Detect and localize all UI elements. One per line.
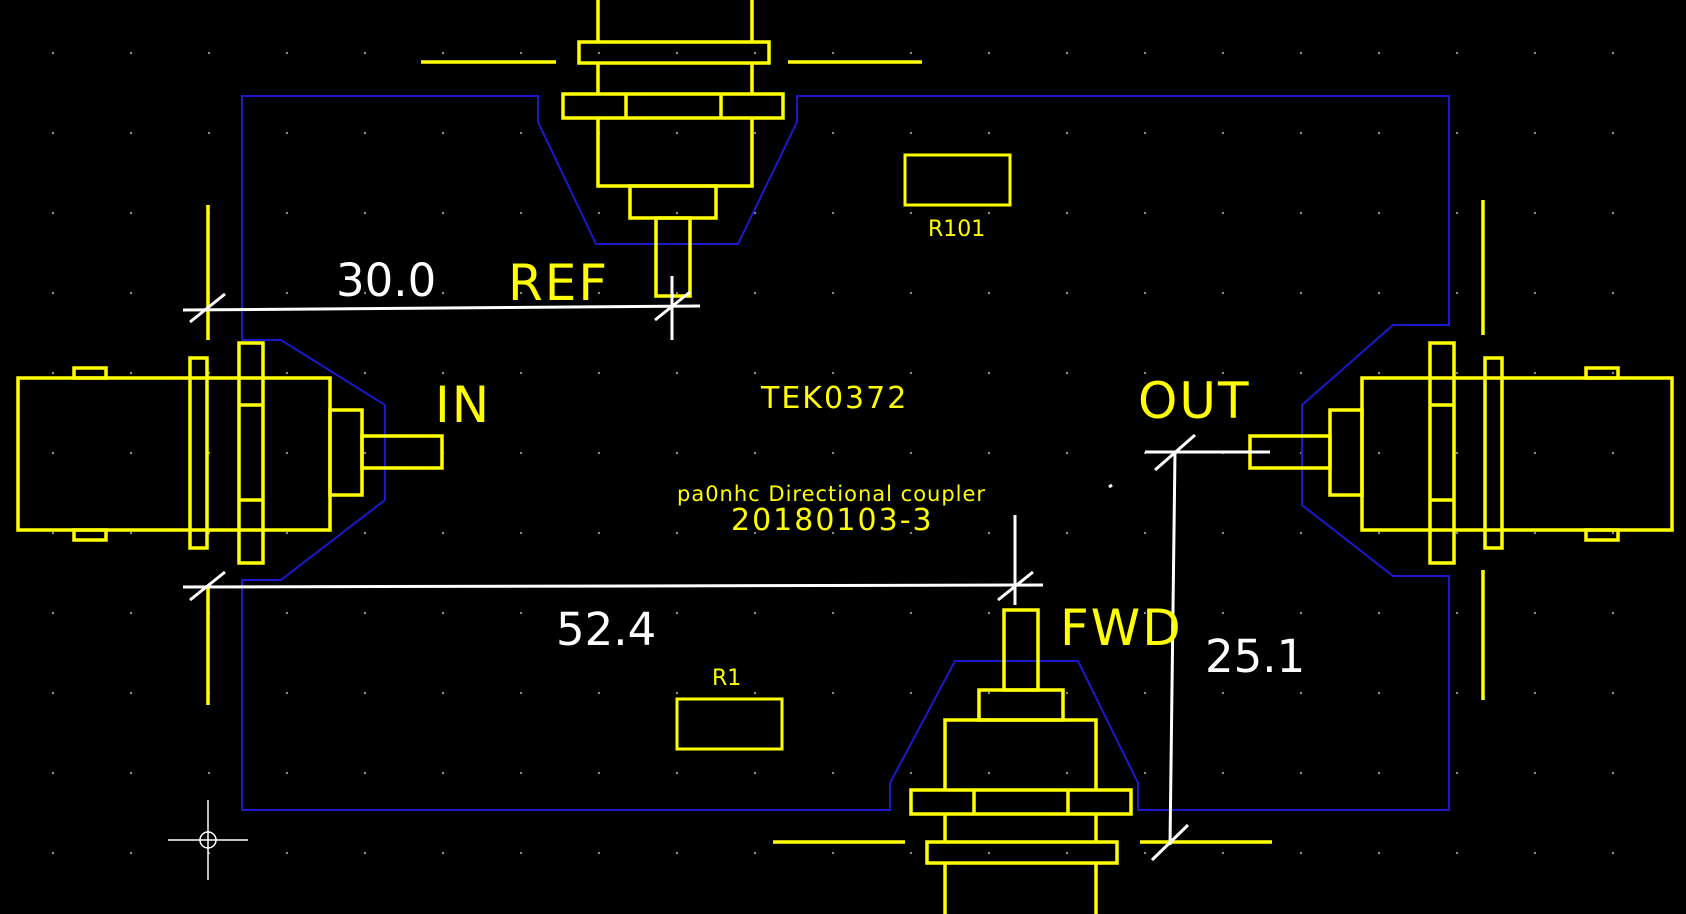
dimension-out-value: 25.1 (1205, 630, 1305, 683)
date-code: 20180103-3 (731, 503, 934, 538)
dimension-ref[interactable] (182, 276, 701, 340)
part-number: TEK0372 (760, 381, 908, 416)
dimension-ref-value: 30.0 (336, 254, 436, 307)
dimension-out[interactable] (1108, 433, 1270, 862)
in-connector[interactable] (16, 205, 444, 705)
resistor-r1[interactable] (675, 697, 784, 751)
fwd-connector[interactable] (773, 608, 1272, 914)
ref-connector[interactable] (421, 0, 922, 298)
label-fwd: FWD (1060, 599, 1183, 657)
label-ref: REF (508, 254, 609, 312)
board-description: pa0nhc Directional coupler (677, 482, 986, 506)
resistor-r101[interactable] (903, 153, 1012, 207)
dimension-fwd-value: 52.4 (556, 603, 656, 656)
label-out: OUT (1138, 372, 1251, 430)
grid-dots (52, 52, 1614, 854)
crosshair-cursor-icon (168, 800, 248, 880)
board-outline (241, 95, 1450, 811)
dimension-fwd[interactable] (182, 515, 1044, 605)
label-in: IN (435, 376, 491, 434)
label-r101: R101 (928, 217, 985, 242)
out-connector[interactable] (1248, 200, 1674, 700)
label-r1: R1 (712, 666, 741, 691)
